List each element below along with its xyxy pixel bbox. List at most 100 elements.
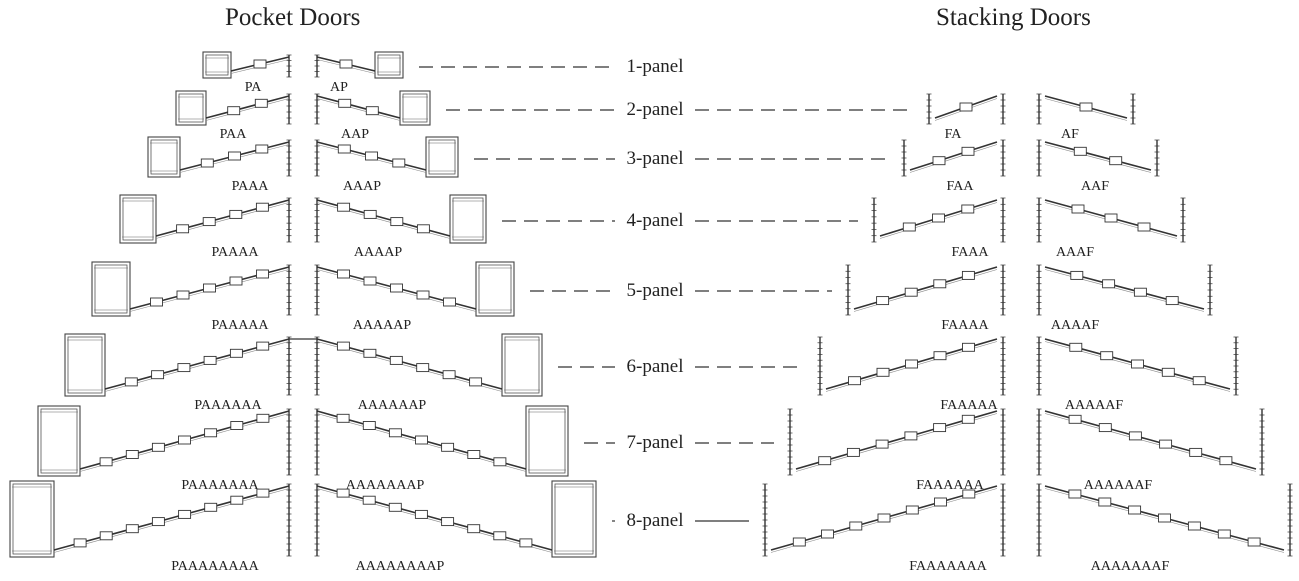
door-panel [849,521,863,531]
door-panel [336,488,350,498]
door-panel [416,290,430,300]
pocket-inner [150,139,178,175]
stacking-right-6-panel [1036,336,1239,396]
door-panel [365,106,379,116]
stacking-left-label: FA [945,127,963,142]
door-panel [230,421,244,430]
pocket-left-2-panel [175,90,292,126]
door-panel [365,151,378,161]
door-panel [933,423,947,433]
door-panel [150,297,163,307]
pocket-right-label: AAAP [343,179,381,194]
panel-count-label: 5-panel [627,280,684,301]
stacking-doors-title: Stacking Doors [936,4,1091,31]
pocket-box [119,194,157,244]
door-panel [1068,414,1082,424]
stacking-right-8-panel [1036,483,1293,557]
track-line-shadow [1044,144,1152,173]
door-panel [336,413,350,423]
stacking-right-4-panel [1036,197,1186,243]
pocket-left-4-panel [119,194,292,244]
door-panel [467,450,481,459]
track-line [205,95,290,119]
door-panel [1189,447,1203,457]
track-line [853,266,998,310]
door-panel [229,209,243,219]
pocket-left-label: PAAA [232,179,270,194]
door-panel [932,156,946,166]
door-panel [73,538,87,548]
stacking-right-label: AAAAAF [1065,398,1124,413]
stacking-right-2-panel [1036,93,1136,125]
track-line-shadow [1044,269,1205,312]
door-panel [1073,146,1087,156]
door-panel [336,341,350,351]
track-line-shadow [316,488,553,553]
door-panel [877,513,891,523]
door-panel [1131,359,1144,369]
pocket-right-3-panel [314,136,459,178]
door-panel [124,377,138,387]
door-panel [1192,376,1206,386]
door-panel [178,435,191,445]
pocket-box [374,51,404,79]
door-panel [151,442,165,452]
door-panel [792,537,806,547]
pocket-left-label: PAAAAAAAA [171,559,259,574]
door-panel [362,421,376,430]
door-panel [203,283,216,293]
door-panel [204,502,218,512]
pocket-right-5-panel [314,261,515,317]
door-panel [176,290,190,300]
door-panel [176,224,190,234]
door-panel [414,509,428,519]
door-panel [256,413,270,423]
door-panel [256,341,270,351]
door-panel [415,435,428,445]
door-panel [493,531,507,541]
door-panel [337,144,351,154]
door-panel [363,348,377,358]
door-panel [125,450,139,459]
door-panel [227,106,241,116]
stacking-left-3-panel [901,139,1006,177]
pocket-left-5-panel [91,261,292,317]
track-line-shadow [316,202,451,239]
pocket-left-label: PA [245,80,263,95]
door-panel [962,489,976,499]
door-panel [99,531,113,541]
door-panel [1219,456,1233,466]
panel-count-label: 6-panel [627,356,684,377]
stacking-left-2-panel [926,93,1006,125]
door-panel [1109,156,1123,166]
door-panel [392,158,406,168]
pocket-left-6-panel [64,333,292,397]
pocket-right-label: AAAAAP [353,318,412,333]
door-panel [1165,296,1179,306]
track-line-shadow [853,269,998,312]
door-panel [469,377,483,387]
door-panel [388,502,402,512]
pocket-left-label: PAAAAAA [194,398,262,413]
door-panel [821,529,834,539]
door-panel [1137,222,1151,232]
track-line [316,95,401,119]
stacking-left-label: FAAAAAAA [909,559,987,574]
door-panel [1104,213,1118,223]
track-line-shadow [205,98,290,121]
door-panel [228,151,241,161]
stacking-right-label: AF [1061,127,1079,142]
door-panel [1217,529,1231,539]
door-panel [905,505,919,515]
stacking-left-4-panel [871,197,1006,243]
door-panel [875,439,889,449]
pocket-inner [122,197,154,241]
door-panel [905,359,918,369]
door-panel [256,269,269,279]
pocket-doors-title: Pocket Doors [225,4,361,31]
pocket-box [147,136,181,178]
pocket-inner [178,93,204,123]
door-panel [362,495,376,505]
pocket-inner [94,264,128,314]
door-panel [1079,102,1093,112]
